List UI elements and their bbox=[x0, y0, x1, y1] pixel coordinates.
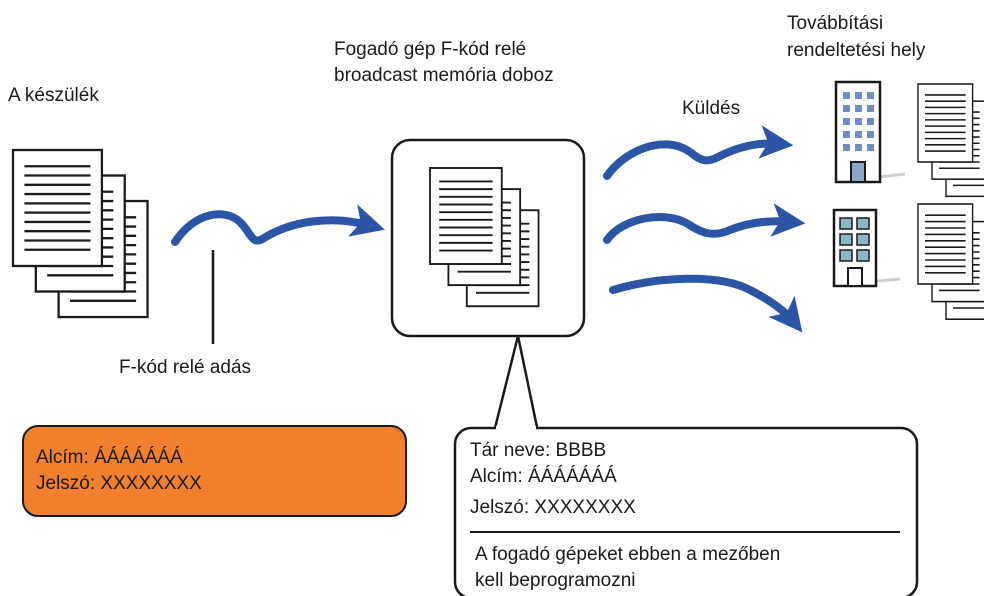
relay-transmission-arrow-icon bbox=[171, 204, 385, 246]
callout-note-line1: A fogadó gépeket ebben a mezőben bbox=[475, 544, 781, 565]
sender-settings-box: Alcím: ÁÁÁÁÁÁÁ Jelszó: XXXXXXXX bbox=[22, 425, 407, 517]
destination-document-stack-top-icon bbox=[918, 84, 984, 196]
callout-pointer-left bbox=[492, 335, 520, 433]
sender-password: Jelszó: XXXXXXXX bbox=[36, 473, 202, 494]
callout-subaddress: Alcím: ÁÁÁÁÁÁÁ bbox=[470, 466, 617, 487]
send-label: Küldés bbox=[682, 98, 741, 119]
send-arrow-bottom-icon bbox=[609, 274, 803, 333]
callout-box bbox=[453, 426, 919, 596]
relay-transmission-label: F-kód relé adás bbox=[119, 357, 252, 378]
device-document-stack-icon bbox=[13, 150, 148, 317]
callout-password: Jelszó: XXXXXXXX bbox=[470, 497, 636, 518]
relay-box-title-line2: broadcast memória doboz bbox=[334, 65, 554, 86]
sender-subaddress: Alcím: ÁÁÁÁÁÁÁ bbox=[36, 447, 183, 468]
destination-document-stack-middle-icon bbox=[918, 204, 984, 319]
callout-pointer-right bbox=[516, 335, 540, 433]
callout-box-name: Tár neve: BBBB bbox=[470, 440, 607, 461]
device-label: A készülék bbox=[8, 85, 99, 106]
send-arrow-middle-icon bbox=[603, 203, 806, 244]
relay-box-title-line1: Fogadó gép F-kód relé bbox=[334, 39, 527, 60]
apartment-building-icon bbox=[832, 208, 901, 288]
destination-label-line2: rendeltetési hely bbox=[787, 40, 926, 61]
destination-label-line1: Továbbítási bbox=[787, 13, 884, 34]
office-building-icon bbox=[834, 80, 906, 184]
callout-note-line2: kell beprogramozni bbox=[475, 570, 636, 591]
send-arrow-top-icon bbox=[603, 125, 794, 180]
